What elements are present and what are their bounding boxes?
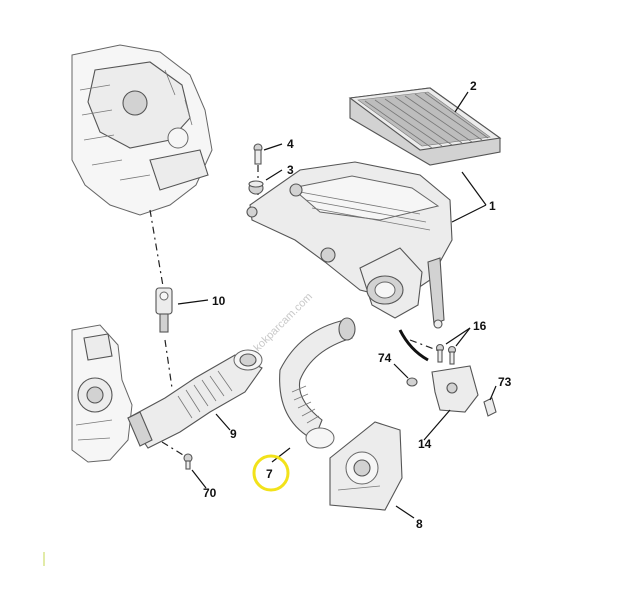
air-filter-housing	[246, 161, 453, 329]
callout-74: 74	[378, 351, 392, 365]
callout-4: 4	[287, 137, 294, 151]
leader-lines	[177, 91, 497, 519]
intake-duct	[127, 349, 263, 449]
rubber-grommet	[248, 180, 264, 195]
callout-10: 10	[212, 294, 226, 308]
callout-14: 14	[418, 437, 432, 451]
callout-9: 9	[230, 427, 237, 441]
callout-2: 2	[470, 79, 477, 93]
bracket-nut	[406, 377, 418, 387]
callout-70: 70	[203, 486, 217, 500]
heat-shield	[329, 421, 403, 511]
callout-8: 8	[416, 517, 423, 531]
duct-screw	[183, 453, 193, 470]
engine-cylinder-head	[71, 44, 213, 216]
callout-16: 16	[473, 319, 487, 333]
air-intake-hose	[279, 317, 356, 449]
turbocharger	[71, 324, 133, 463]
mounting-screw	[253, 143, 263, 165]
fitting-arrow	[398, 329, 429, 362]
callout-labels: 2 4 3 1 10 16 74 73 9 14 7 70 8	[203, 79, 512, 531]
callout-7: 7	[266, 467, 273, 481]
air-filter-element	[348, 87, 502, 166]
mounting-bracket	[431, 365, 479, 413]
callout-3: 3	[287, 163, 294, 177]
callout-1: 1	[489, 199, 496, 213]
air-sensor	[155, 287, 173, 333]
bracket-clip	[483, 397, 497, 417]
bracket-bolts	[435, 343, 457, 365]
callout-73: 73	[498, 375, 512, 389]
highlight-circle	[252, 454, 290, 492]
